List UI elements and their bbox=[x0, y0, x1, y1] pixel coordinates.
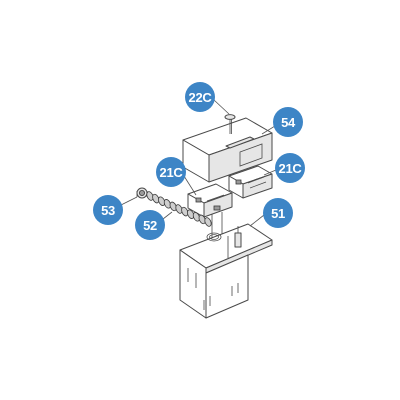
spring-coil bbox=[198, 214, 206, 225]
part-53-knob bbox=[136, 187, 148, 199]
callout-54: 54 bbox=[273, 107, 303, 137]
callout-22c-label: 22C bbox=[188, 89, 212, 105]
callout-51-label: 51 bbox=[271, 205, 285, 221]
spring-coil bbox=[169, 201, 177, 212]
callout-21c-right: 21C bbox=[275, 153, 305, 183]
callout-53: 53 bbox=[93, 195, 123, 225]
callout-22c: 22C bbox=[185, 82, 215, 112]
callout-52: 52 bbox=[135, 210, 165, 240]
callout-21c-left: 21C bbox=[156, 157, 186, 187]
spring-coil bbox=[181, 206, 189, 217]
spring-coil bbox=[192, 212, 200, 222]
spring-coil bbox=[175, 204, 183, 214]
spring-coil bbox=[146, 191, 154, 201]
spring-coil bbox=[163, 199, 171, 209]
callout-52-label: 52 bbox=[143, 217, 157, 233]
callout-21c-left-label: 21C bbox=[159, 164, 183, 180]
part-52-spring bbox=[146, 191, 212, 227]
leader-lines bbox=[120, 99, 277, 227]
callout-51: 51 bbox=[263, 198, 293, 228]
callout-21c-right-label: 21C bbox=[278, 160, 302, 176]
callout-54-label: 54 bbox=[281, 114, 295, 130]
spring-coil bbox=[187, 209, 195, 219]
part-22c-screw bbox=[224, 114, 236, 134]
spring-coil bbox=[204, 217, 212, 227]
spring-coil bbox=[158, 196, 166, 206]
part-21c-right-switch bbox=[228, 165, 273, 199]
part-51-base-plate bbox=[179, 212, 273, 319]
callout-53-label: 53 bbox=[101, 202, 115, 218]
spring-coil bbox=[152, 193, 160, 204]
part-54-cover bbox=[182, 117, 273, 183]
part-21c-left-switch bbox=[187, 183, 233, 218]
